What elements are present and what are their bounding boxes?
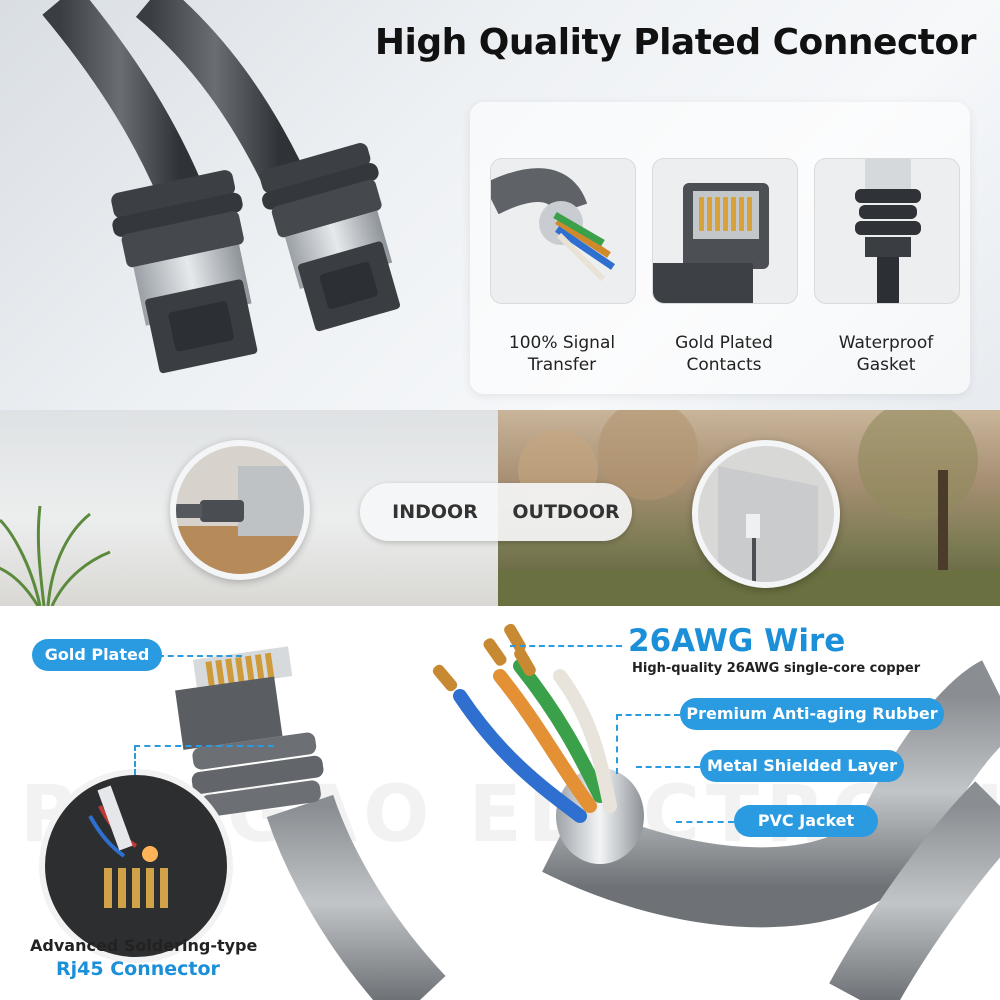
outdoor-port-icon [718, 466, 818, 582]
callout-gold-plated: Gold Plated [32, 639, 162, 671]
indoor-wall-port-photo [170, 440, 310, 580]
leader-awg [510, 645, 622, 647]
connector-caption-line2: Rj45 Connector [56, 958, 220, 980]
callout-shield: Metal Shielded Layer [700, 750, 904, 782]
trees-photo [498, 410, 1000, 606]
leader-gold [158, 655, 242, 657]
plant-photo [0, 505, 111, 606]
cable-pair-photo [42, 0, 401, 374]
wire-title: 26AWG Wire [628, 623, 846, 659]
wall-port-icon [176, 466, 304, 574]
leader-rubber-down [616, 714, 618, 774]
leader-soldering-down [134, 745, 136, 775]
leader-soldering [134, 745, 274, 747]
wire-subtitle: High-quality 26AWG single-core copper [632, 661, 921, 676]
feature-label-contacts: Gold Plated Contacts [675, 333, 773, 375]
leader-shield [636, 766, 700, 768]
indoor-label: INDOOR [392, 501, 478, 523]
leader-jacket [676, 821, 734, 823]
callout-rubber: Premium Anti-aging Rubber [680, 698, 944, 730]
indoor-outdoor-pill [360, 483, 632, 541]
outdoor-port-photo [692, 440, 840, 588]
feature-label-gasket: Waterproof Gasket [838, 333, 934, 375]
callout-jacket: PVC Jacket [734, 805, 878, 837]
headline: High Quality Plated Connector [374, 22, 977, 63]
leader-rubber [616, 714, 680, 716]
twisted-pair-icon [491, 168, 615, 282]
connector-caption-line1: Advanced Soldering-type [30, 936, 258, 955]
gasket-icon [855, 159, 921, 303]
cable-cutaway-photo [39, 623, 1000, 1000]
feature-card-signal [490, 158, 636, 304]
outdoor-label: OUTDOOR [512, 501, 620, 523]
feature-card-gasket [814, 158, 960, 304]
rj45-contacts-icon [653, 183, 769, 303]
feature-label-signal: 100% Signal Transfer [508, 333, 616, 375]
feature-card-contacts [652, 158, 798, 304]
top-section: High Quality Plated Connector 100% Signa… [0, 0, 1000, 410]
soldering-closeup [39, 769, 233, 963]
